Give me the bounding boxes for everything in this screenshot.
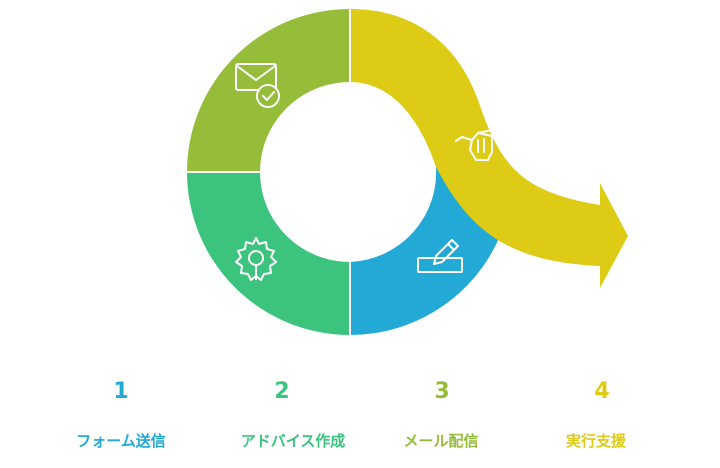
- step-2-label: アドバイス作成: [240, 432, 346, 450]
- step-1-label: フォーム送信: [76, 432, 166, 450]
- segment-bottom-right: [350, 167, 500, 336]
- step-3-label: メール配信: [403, 432, 479, 450]
- segment-arrow: [350, 9, 628, 288]
- gear-icon: [235, 237, 277, 281]
- step-2-number: 2: [274, 379, 290, 404]
- segment-bottom-left: [187, 172, 350, 335]
- step-4-number: 4: [594, 379, 610, 404]
- step-3-number: 3: [434, 379, 450, 404]
- step-4-label: 実行支援: [565, 432, 626, 450]
- mail-check-icon: [235, 63, 280, 108]
- edit-icon: [417, 239, 463, 273]
- step-1-number: 1: [113, 379, 129, 404]
- hand-icon: [455, 129, 493, 161]
